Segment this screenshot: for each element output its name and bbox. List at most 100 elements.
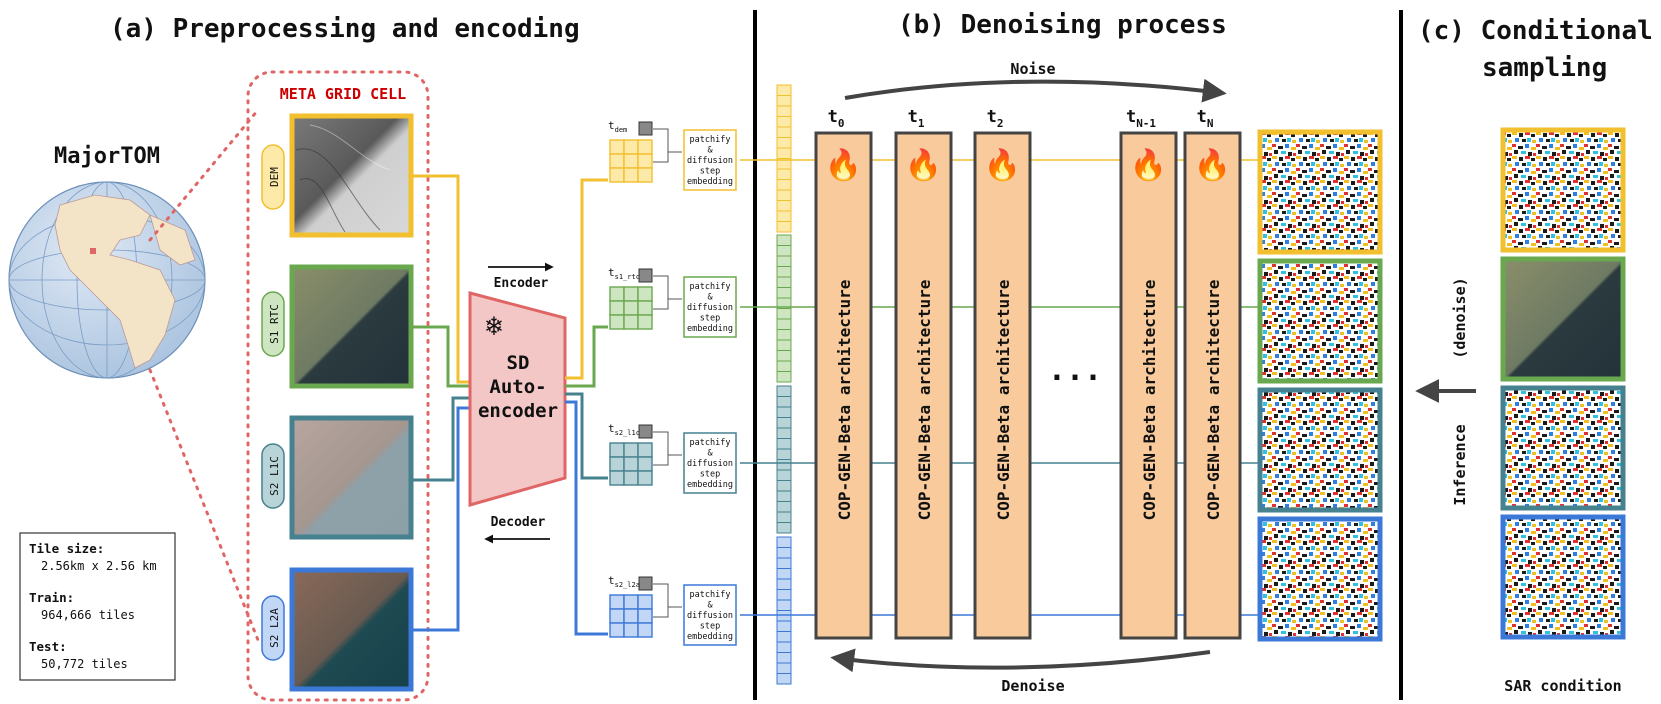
timestep-token-dem — [638, 121, 653, 136]
token-column-s2-l1c — [776, 385, 792, 534]
svg-text:diffusion: diffusion — [687, 303, 733, 313]
svg-text:embedding: embedding — [687, 177, 733, 187]
denoise-label: Denoise — [1001, 677, 1064, 695]
encoder-label: Encoder — [494, 276, 549, 291]
cond-image-l1c — [1500, 385, 1626, 511]
svg-text:diffusion: diffusion — [687, 156, 733, 166]
latent-grid-s2_l2a — [609, 594, 653, 638]
svg-text:patchify: patchify — [690, 135, 731, 145]
svg-text:Auto-: Auto- — [489, 376, 546, 398]
projection-line-bottom — [148, 368, 260, 642]
grid-connector-dem — [653, 152, 669, 163]
latent-link-l2a — [565, 400, 608, 636]
latent-link-dem — [565, 178, 608, 380]
modality-image-s2-l2a — [289, 567, 414, 692]
section-b-title: (b) Denoising process — [898, 10, 1227, 40]
globe — [8, 181, 206, 379]
svg-text:patchify: patchify — [690, 590, 731, 600]
flame-icon: 🔥 — [984, 147, 1021, 183]
svg-text:step: step — [700, 622, 720, 632]
modality-pill-s2-l1c: S2 L1C — [261, 443, 285, 509]
noisy-output-l2a — [1257, 516, 1383, 642]
denoise-arrow — [830, 648, 1211, 673]
latent-link-s1 — [565, 325, 608, 388]
flame-icon: 🔥 — [905, 147, 942, 183]
projection-line-top — [148, 108, 260, 242]
svg-text:patchify: patchify — [690, 438, 731, 448]
info-test-value: 50,772 tiles — [41, 657, 128, 671]
globe-title: MajorTOM — [54, 144, 160, 169]
cond-image-s1-sar — [1500, 256, 1626, 382]
info-train-value: 964,666 tiles — [41, 608, 135, 622]
svg-text:step: step — [700, 314, 720, 324]
svg-text:&: & — [707, 293, 713, 303]
cond-image-dem — [1500, 127, 1626, 253]
token-connector-s2_l1c — [653, 431, 682, 456]
noise-label: Noise — [1010, 60, 1055, 78]
timestep-label-s2_l2a: ts2_l2a — [608, 574, 640, 589]
svg-text:S2 L1C: S2 L1C — [268, 456, 281, 496]
timestep-header-3: tN-1 — [1126, 107, 1156, 130]
timestep-header-1: t1 — [908, 107, 925, 130]
sd-autoencoder: ❄ SD Auto- encoder — [468, 291, 567, 507]
grid-connector-s2_l2a — [653, 607, 669, 618]
latent-grid-s2_l1c — [609, 442, 653, 486]
token-connector-dem — [653, 128, 682, 153]
cond-denoise-label: (denoise) — [1451, 277, 1469, 358]
snowflake-icon: ❄ — [486, 309, 503, 342]
svg-text:embedding: embedding — [687, 480, 733, 490]
section-c-title-line2: sampling — [1482, 53, 1607, 83]
noisy-output-l1c — [1257, 387, 1383, 513]
timestep-header-0: t0 — [828, 107, 845, 130]
svg-text:&: & — [707, 146, 713, 156]
modality-pill-dem: DEM — [261, 144, 285, 210]
timestep-header-2: t2 — [987, 107, 1004, 130]
svg-text:SD: SD — [507, 352, 530, 374]
info-tile-size-value: 2.56km x 2.56 km — [41, 559, 157, 573]
svg-text:COP-GEN-Beta architecture: COP-GEN-Beta architecture — [915, 280, 934, 521]
cop-gen-block-1: 🔥 COP-GEN-Beta architecture — [894, 131, 953, 640]
decoder-label: Decoder — [491, 515, 546, 530]
noisy-output-dem — [1257, 129, 1383, 255]
meta-grid-label: META GRID CELL — [280, 85, 406, 103]
svg-text:&: & — [707, 449, 713, 459]
svg-text:patchify: patchify — [690, 282, 731, 292]
svg-text:COP-GEN-Beta architecture: COP-GEN-Beta architecture — [835, 280, 854, 521]
modality-pill-s1-rtc: S1 RTC — [261, 291, 285, 357]
section-c-title-line1: (c) Conditional — [1418, 16, 1653, 46]
svg-text:embedding: embedding — [687, 324, 733, 334]
token-column-s2-l2a — [776, 536, 792, 685]
svg-text:step: step — [700, 167, 720, 177]
modality-pill-s2-l2a: S2 L2A — [261, 595, 285, 661]
noisy-output-s1 — [1257, 258, 1383, 384]
svg-text:COP-GEN-Beta architecture: COP-GEN-Beta architecture — [994, 280, 1013, 521]
timestep-token-s2_l2a — [638, 576, 653, 591]
cop-gen-block-3: 🔥 COP-GEN-Beta architecture — [1119, 131, 1178, 640]
token-column-dem — [776, 84, 792, 233]
noise-arrow — [844, 78, 1227, 103]
svg-text:diffusion: diffusion — [687, 459, 733, 469]
svg-text:S1 RTC: S1 RTC — [268, 304, 281, 344]
section-a-title: (a) Preprocessing and encoding — [110, 14, 580, 44]
timestep-token-s2_l1c — [638, 424, 653, 439]
flame-icon: 🔥 — [825, 147, 862, 183]
grid-connector-s2_l1c — [653, 455, 669, 466]
timestep-label-dem: tdem — [608, 119, 627, 134]
sar-condition-label: SAR condition — [1504, 677, 1621, 695]
meta-grid-frame — [246, 70, 430, 702]
modality-image-s2-l1c — [289, 415, 414, 540]
flame-icon: 🔥 — [1130, 147, 1167, 183]
flame-icon: 🔥 — [1194, 147, 1231, 183]
link-l1c-to-ae — [413, 396, 470, 482]
latent-link-l1c — [565, 392, 608, 480]
svg-text:S2 L2A: S2 L2A — [268, 608, 281, 648]
cop-gen-block-0: 🔥 COP-GEN-Beta architecture — [814, 131, 873, 640]
timestep-token-s1_rtc — [638, 268, 653, 283]
timestep-label-s1_rtc: ts1_rtc — [608, 266, 640, 281]
svg-text:COP-GEN-Beta architecture: COP-GEN-Beta architecture — [1140, 280, 1159, 521]
modality-image-dem — [289, 113, 414, 238]
info-train-label: Train: — [29, 590, 74, 605]
